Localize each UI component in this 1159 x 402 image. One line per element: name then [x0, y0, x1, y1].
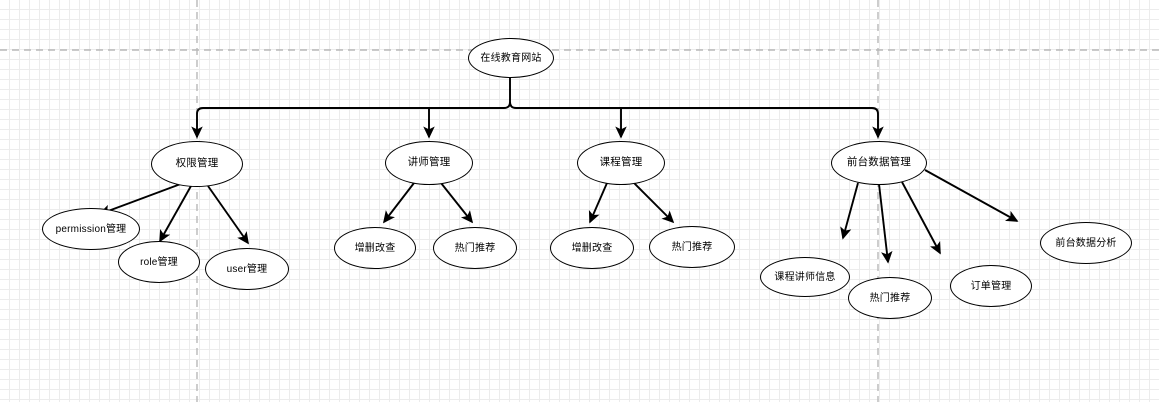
node-user-label: user管理	[226, 263, 268, 275]
node-auth-label: 权限管理	[175, 157, 219, 170]
node-hot-frontdata-label: 热门推荐	[869, 292, 911, 304]
edge-teacher-to-hot	[440, 182, 474, 224]
edge-auth-to-permission	[98, 181, 187, 216]
node-root-label: 在线教育网站	[480, 52, 542, 64]
node-role[interactable]: role管理	[118, 241, 200, 283]
node-crud-course[interactable]: 增删改查	[550, 227, 634, 269]
edge-frontdata-to-analysis	[924, 169, 1019, 222]
edge-auth-to-role	[159, 185, 192, 243]
node-crud-teacher[interactable]: 增删改查	[334, 227, 416, 269]
node-crud-course-label: 增删改查	[571, 242, 613, 254]
node-teacher-info-label: 课程讲师信息	[774, 271, 836, 283]
node-course[interactable]: 课程管理	[577, 141, 665, 185]
node-auth[interactable]: 权限管理	[151, 141, 243, 187]
node-teacher-label: 讲师管理	[407, 156, 451, 169]
edge-frontdata-to-order	[901, 181, 941, 255]
node-hot-course[interactable]: 热门推荐	[649, 226, 735, 268]
node-root[interactable]: 在线教育网站	[468, 38, 554, 78]
node-teacher[interactable]: 讲师管理	[385, 141, 473, 185]
edge-course-to-crud	[588, 182, 608, 224]
node-crud-teacher-label: 增删改查	[354, 242, 396, 254]
node-course-label: 课程管理	[599, 156, 643, 169]
edge-root-to-auth	[191, 101, 511, 139]
node-teacher-info[interactable]: 课程讲师信息	[760, 257, 850, 297]
node-order-label: 订单管理	[970, 280, 1012, 292]
edge-frontdata-to-hot	[878, 183, 893, 264]
node-frontdata-label: 前台数据管理	[846, 156, 912, 169]
edge-frontdata-to-teachinfo	[840, 182, 859, 240]
edge-course-to-hot	[633, 182, 675, 224]
node-permission[interactable]: permission管理	[42, 208, 140, 250]
node-analysis[interactable]: 前台数据分析	[1040, 222, 1132, 264]
node-analysis-label: 前台数据分析	[1055, 237, 1117, 249]
edge-root-to-frontdata	[509, 78, 884, 139]
node-role-label: role管理	[140, 256, 178, 268]
node-hot-frontdata[interactable]: 热门推荐	[848, 277, 932, 319]
node-hot-teacher[interactable]: 热门推荐	[433, 227, 517, 269]
edge-teacher-to-crud	[382, 182, 415, 224]
node-hot-teacher-label: 热门推荐	[454, 242, 496, 254]
node-hot-course-label: 热门推荐	[671, 241, 713, 253]
node-frontdata[interactable]: 前台数据管理	[831, 141, 927, 185]
node-user[interactable]: user管理	[205, 248, 289, 290]
edge-auth-to-user	[207, 185, 249, 245]
node-order[interactable]: 订单管理	[950, 265, 1032, 307]
node-permission-label: permission管理	[55, 223, 127, 235]
